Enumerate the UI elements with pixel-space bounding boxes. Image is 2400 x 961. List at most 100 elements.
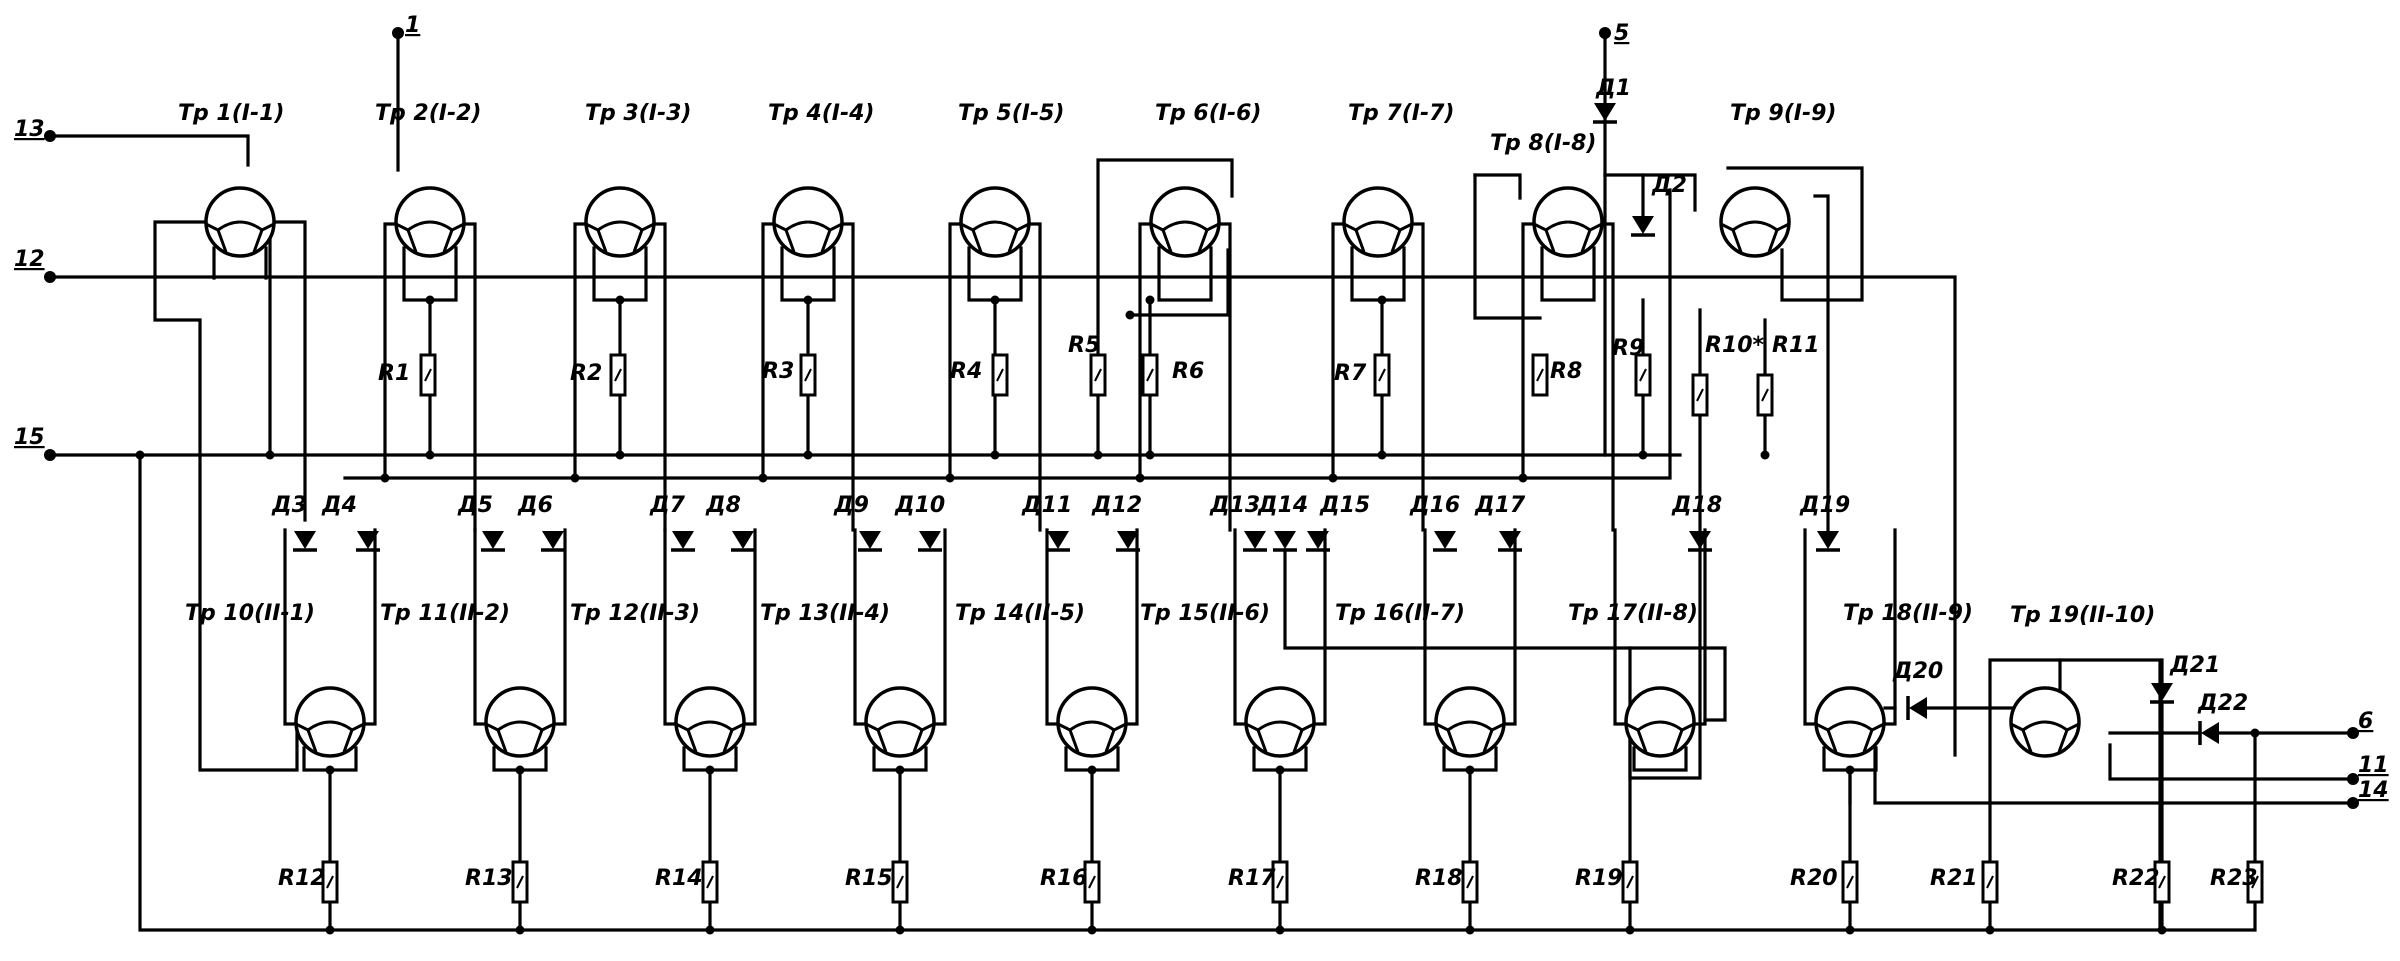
junction-dot xyxy=(990,450,1000,460)
terminal-5 xyxy=(1599,27,1611,39)
wire xyxy=(853,528,868,726)
junction-dot xyxy=(803,450,813,460)
junction-dot xyxy=(1845,925,1855,935)
transistor-tr8 xyxy=(1532,186,1604,258)
diode-label-d3: Д3 xyxy=(271,493,307,518)
wire xyxy=(272,220,307,522)
transistor-label-tr13: Тр 13(II-4) xyxy=(760,601,890,626)
junction-dot xyxy=(895,925,905,935)
resistor-r1 xyxy=(419,353,437,397)
terminal-label-15: 15 xyxy=(14,425,45,450)
wire xyxy=(383,222,398,480)
resistor-label-r8: R8 xyxy=(1550,359,1582,384)
wire-13 xyxy=(48,134,250,167)
diode-d9 xyxy=(858,531,882,552)
wire xyxy=(1473,173,1522,200)
transistor-tr3 xyxy=(584,186,656,258)
wire xyxy=(663,528,678,726)
terminal-6 xyxy=(2347,727,2359,739)
junction-dot xyxy=(1125,310,1135,320)
resistor-label-r19: R19 xyxy=(1575,866,1623,891)
wire xyxy=(1312,528,1327,726)
diode-d18 xyxy=(1688,531,1712,552)
junction-dot xyxy=(1275,925,1285,935)
junction-dot xyxy=(1518,473,1528,483)
resistor-r4 xyxy=(991,353,1009,397)
transistor-label-tr15: Тр 15(II-6) xyxy=(1140,601,1270,626)
junction-dot xyxy=(2157,925,2167,935)
diode-d11 xyxy=(1046,531,1070,552)
terminal-label-12: 12 xyxy=(14,247,45,272)
junction-dot xyxy=(570,473,580,483)
resistor-label-r20: R20 xyxy=(1790,866,1838,891)
transistor-tr14 xyxy=(1056,686,1128,758)
transistor-label-tr5: Тр 5(I-5) xyxy=(958,101,1064,126)
transistor-tr15 xyxy=(1244,686,1316,758)
terminal-1 xyxy=(392,27,404,39)
terminal-label-14: 14 xyxy=(2358,778,2389,803)
resistor-label-r1: R1 xyxy=(378,361,410,386)
resistor-label-r4: R4 xyxy=(950,359,982,384)
transistor-label-tr16: Тр 16(II-7) xyxy=(1335,601,1465,626)
wire xyxy=(1813,194,1830,532)
wire xyxy=(1540,246,1596,302)
bus-n3 xyxy=(343,188,1672,480)
transistor-label-tr14: Тр 14(II-5) xyxy=(955,601,1085,626)
diode-label-d1: Д1 xyxy=(1595,76,1631,101)
wire xyxy=(362,528,377,726)
junction-dot xyxy=(758,473,768,483)
wire xyxy=(1423,528,1438,726)
diode-label-d17: Д17 xyxy=(1474,493,1526,518)
wire xyxy=(2108,743,2355,781)
diode-label-d9: Д9 xyxy=(833,493,869,518)
diode-label-d7: Д7 xyxy=(649,493,686,518)
terminal-12 xyxy=(44,271,56,283)
wire xyxy=(153,220,299,772)
wire xyxy=(1882,528,1897,726)
wire xyxy=(1726,166,1864,302)
terminal-11 xyxy=(2347,773,2359,785)
wire xyxy=(1502,528,1517,726)
resistor-label-r16: R16 xyxy=(1040,866,1088,891)
resistor-r15 xyxy=(891,860,909,904)
transistor-label-tr2: Тр 2(I-2) xyxy=(375,101,481,126)
resistor-r13 xyxy=(511,860,529,904)
diode-label-d8: Д8 xyxy=(705,493,741,518)
resistor-r14 xyxy=(701,860,719,904)
wire xyxy=(1283,548,1727,722)
wire xyxy=(742,528,757,726)
diode-label-d22: Д22 xyxy=(2197,691,2248,716)
terminal-label-1: 1 xyxy=(405,13,420,38)
junction-dot xyxy=(705,765,715,775)
transistor-label-tr7: Тр 7(I-7) xyxy=(1348,101,1454,126)
wire xyxy=(1803,528,1818,726)
diode-label-d21: Д21 xyxy=(2169,653,2220,678)
diode-d4 xyxy=(356,531,380,552)
diode-label-d5: Д5 xyxy=(457,493,493,518)
junction-dot xyxy=(515,925,525,935)
resistor-r16 xyxy=(1083,860,1101,904)
terminal-label-6: 6 xyxy=(2358,709,2373,734)
resistor-r21 xyxy=(1981,860,1999,904)
wire xyxy=(1217,222,1232,532)
junction-dot xyxy=(1328,473,1338,483)
transistor-tr9 xyxy=(1719,186,1791,258)
diode-d19 xyxy=(1816,531,1840,552)
diode-d1 xyxy=(1593,103,1617,124)
diode-d5 xyxy=(481,531,505,552)
transistor-label-tr4: Тр 4(I-4) xyxy=(768,101,874,126)
terminal-13 xyxy=(44,130,56,142)
junction-dot xyxy=(265,450,275,460)
diode-label-d16: Д16 xyxy=(1409,493,1460,518)
resistor-label-r13: R13 xyxy=(465,866,513,891)
diode-d14 xyxy=(1273,531,1297,552)
resistor-r10 xyxy=(1691,373,1709,417)
components xyxy=(44,27,2359,904)
junction-dot xyxy=(1087,765,1097,775)
junction-dot xyxy=(380,473,390,483)
diode-d15 xyxy=(1306,531,1330,552)
junction-dot xyxy=(1465,925,1475,935)
wire xyxy=(1473,173,1542,320)
wire xyxy=(1128,248,1230,317)
wire xyxy=(932,528,947,726)
